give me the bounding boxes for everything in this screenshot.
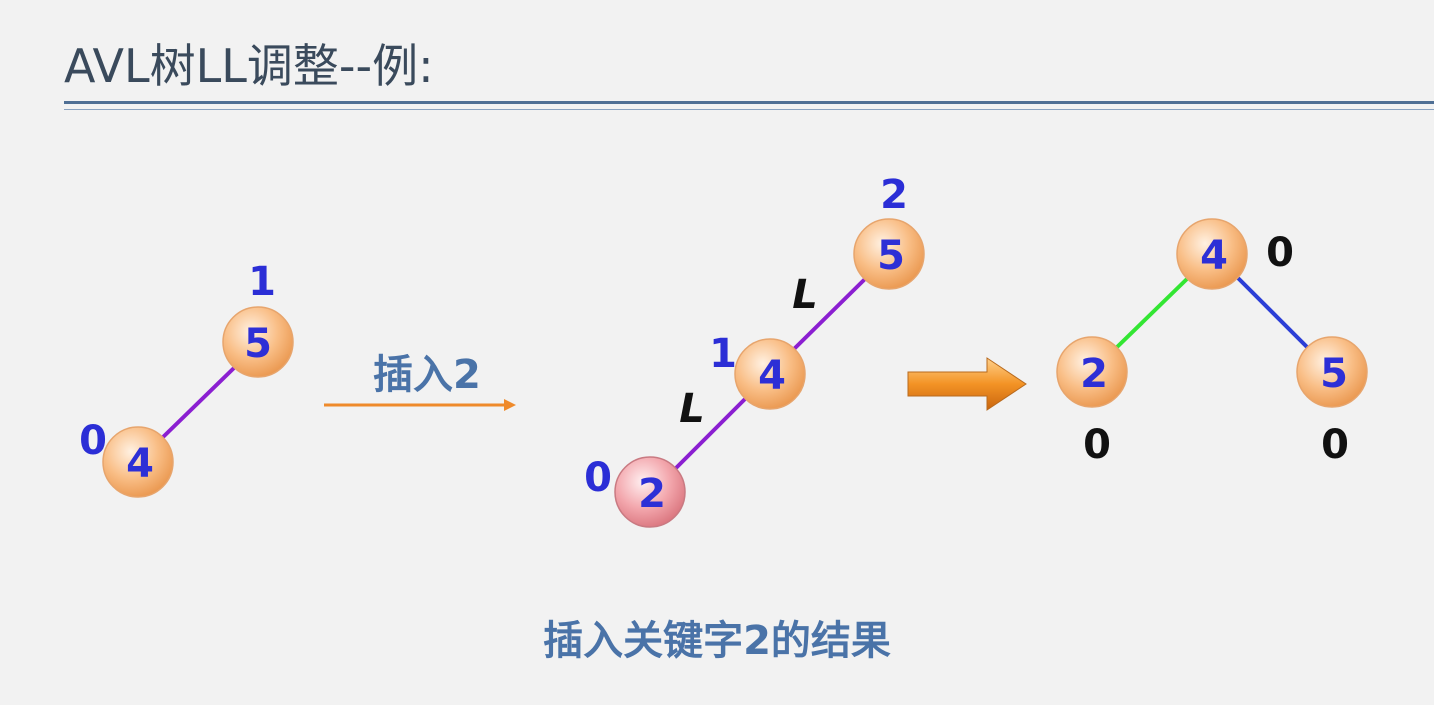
edge-5-4 [158, 364, 238, 442]
node-key: 4 [126, 441, 154, 487]
edge-4-2 [674, 395, 749, 470]
tree-before: 5 1 4 0 [79, 259, 294, 498]
node-key: 2 [1080, 351, 1108, 397]
tree-after-rotation: 4 0 2 0 5 0 [1056, 218, 1368, 468]
title-divider [64, 101, 1434, 104]
node-key: 5 [1320, 351, 1348, 397]
title-divider-thin [64, 109, 1434, 110]
balance-factor: 0 [79, 418, 107, 464]
balance-factor: 0 [1266, 230, 1294, 276]
node-key: 2 [638, 471, 666, 517]
insert-arrow [324, 399, 516, 411]
page-title: AVL树LL调整--例: [64, 39, 434, 93]
caption: 插入关键字2的结果 [543, 618, 891, 664]
node-5: 5 [222, 306, 294, 378]
edge-4-5 [1234, 274, 1312, 352]
node-5: 5 [853, 218, 925, 290]
balance-factor: 0 [584, 455, 612, 501]
tree-after-insert: 5 2 L 4 1 L 2 0 [584, 172, 925, 528]
node-key: 5 [244, 321, 272, 367]
balance-factor: 0 [1083, 422, 1111, 468]
rotation-arrow [907, 357, 1027, 411]
balance-factor: 1 [709, 331, 737, 377]
balance-factor: 2 [880, 172, 908, 218]
node-4: 4 [1176, 218, 1248, 290]
node-4: 4 [102, 426, 174, 498]
node-key: 5 [877, 233, 905, 279]
node-5: 5 [1296, 336, 1368, 408]
insert-label: 插入2 [373, 352, 481, 398]
node-2-new: 2 [614, 456, 686, 528]
balance-factor: 1 [248, 259, 276, 305]
rotation-mark: L [792, 272, 818, 318]
edge-4-2 [1112, 274, 1192, 352]
node-4: 4 [734, 338, 806, 410]
rotation-mark: L [679, 386, 705, 432]
node-2: 2 [1056, 336, 1128, 408]
node-key: 4 [1200, 233, 1228, 279]
node-key: 4 [758, 353, 786, 399]
edge-5-4 [791, 276, 868, 352]
balance-factor: 0 [1321, 422, 1349, 468]
